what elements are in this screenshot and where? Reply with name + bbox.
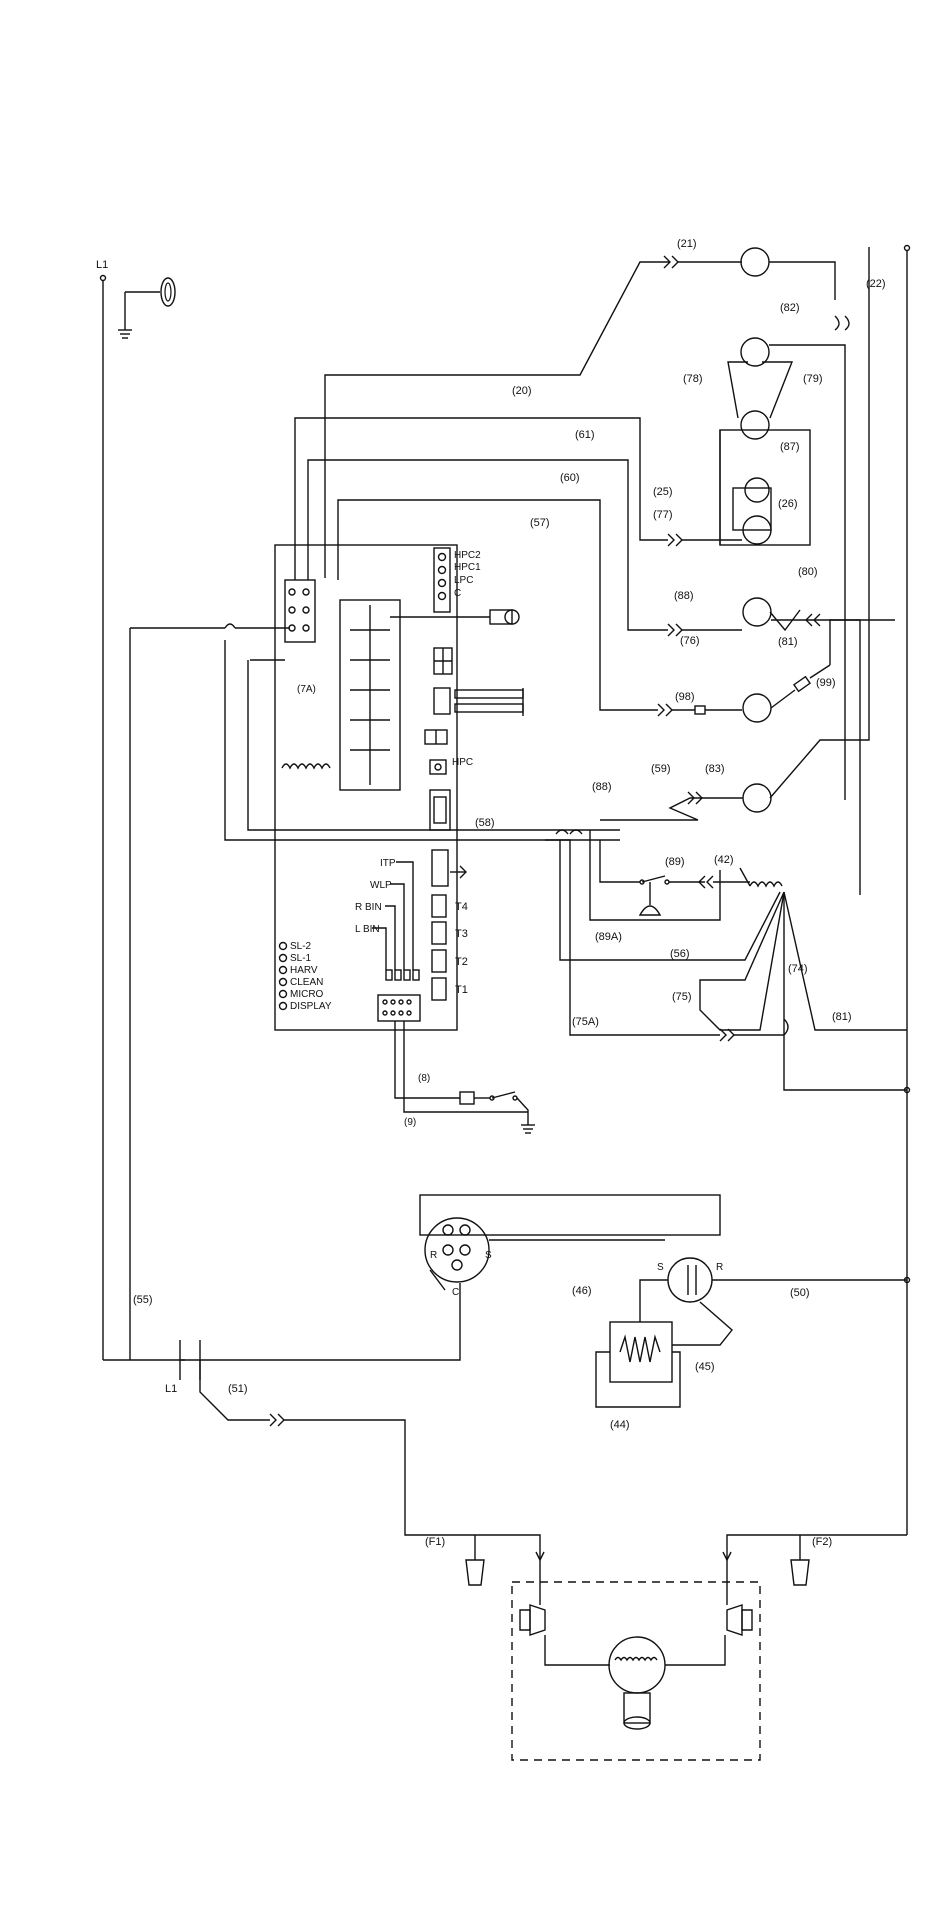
contactor [179, 1340, 475, 1536]
wire-label: (9) [404, 1117, 416, 1128]
wire-label: (98) [675, 691, 695, 703]
relay-s-label: S [657, 1262, 664, 1273]
wire-label: (20) [512, 385, 532, 397]
wire-label: (89) [665, 856, 685, 868]
fan-motor-housing [511, 1560, 761, 1761]
itp-label: ITP [380, 858, 396, 869]
wire-label: (82) [780, 302, 800, 314]
lbin-label: L BIN [355, 924, 380, 935]
wire-label: (77) [653, 509, 673, 521]
compressor-r-label: R [430, 1250, 437, 1261]
wire-label: (88) [592, 781, 612, 793]
wire-label: (60) [560, 472, 580, 484]
led-label: SL-1 [290, 953, 312, 964]
l1-power-leg [99, 274, 185, 1361]
hpc1-label: HPC1 [454, 562, 481, 573]
l2-power-leg [800, 244, 911, 1536]
fuse-holders [465, 1534, 810, 1586]
t1-label: T1 [455, 984, 468, 996]
ground-symbol-top [118, 277, 176, 339]
wire-label: (50) [790, 1287, 810, 1299]
start-relay [639, 1257, 907, 1346]
compressor [180, 1194, 721, 1361]
hpc-label: HPC [452, 757, 473, 768]
upper-wiring [129, 255, 742, 1360]
rbin-label: R BIN [355, 902, 382, 913]
wire-label: (44) [610, 1419, 630, 1431]
middle-wiring [545, 791, 907, 1091]
wire-label: (88) [674, 590, 694, 602]
hpc2-label: HPC2 [454, 550, 481, 561]
wire-label: (55) [133, 1294, 153, 1306]
l1-contactor-label: L1 [165, 1383, 177, 1395]
wire-label: (22) [866, 278, 886, 290]
wire-label: (21) [677, 238, 697, 250]
wire-label: (99) [816, 677, 836, 689]
wire-label: (81) [778, 636, 798, 648]
c-label: C [454, 588, 461, 599]
wlp-label: WLP [370, 880, 392, 891]
wire-label: (81) [832, 1011, 852, 1023]
wire-label: (26) [778, 498, 798, 510]
wire-label: (59) [651, 763, 671, 775]
compressor-s-label: S [485, 1250, 492, 1261]
t3-label: T3 [455, 928, 468, 940]
wire-label: (58) [475, 817, 495, 829]
wire-label: (51) [228, 1383, 248, 1395]
wire-label: (F1) [425, 1536, 445, 1548]
relay-r-label: R [716, 1262, 723, 1273]
wire-label: (80) [798, 566, 818, 578]
wire-label: (75A) [572, 1016, 599, 1028]
wire-label: (79) [803, 373, 823, 385]
wire-label: (42) [714, 854, 734, 866]
wire-label: (89A) [595, 931, 622, 943]
wire-label: (76) [680, 635, 700, 647]
compressor-c-label: C [452, 1287, 459, 1298]
wire-label: (87) [780, 441, 800, 453]
led-label: SL-2 [290, 941, 312, 952]
led-label: MICRO [290, 989, 324, 1000]
wire-label: (46) [572, 1285, 592, 1297]
lpc-label: LPC [454, 575, 473, 586]
control-board [274, 544, 524, 1031]
wire-label: (75) [672, 991, 692, 1003]
wire-label: (83) [705, 763, 725, 775]
wire-label: (F2) [812, 1536, 832, 1548]
led-label: HARV [290, 965, 318, 976]
wire-label: (61) [575, 429, 595, 441]
led-label: CLEAN [290, 977, 323, 988]
wire-label: (57) [530, 517, 550, 529]
ground-switch [394, 1021, 535, 1134]
wire-label: (25) [653, 486, 673, 498]
wire-label: (45) [695, 1361, 715, 1373]
run-capacitor [595, 1321, 681, 1408]
wire-label: (74) [788, 963, 808, 975]
led-label: DISPLAY [290, 1001, 332, 1012]
t4-label: T4 [455, 901, 468, 913]
l1-top-label: L1 [96, 259, 108, 271]
wire-7a-label: (7A) [297, 684, 316, 695]
t2-label: T2 [455, 956, 468, 968]
wire-label: (56) [670, 948, 690, 960]
sensor-bulbs [719, 247, 895, 895]
wire-label: (78) [683, 373, 703, 385]
wire-label: (8) [418, 1073, 430, 1084]
